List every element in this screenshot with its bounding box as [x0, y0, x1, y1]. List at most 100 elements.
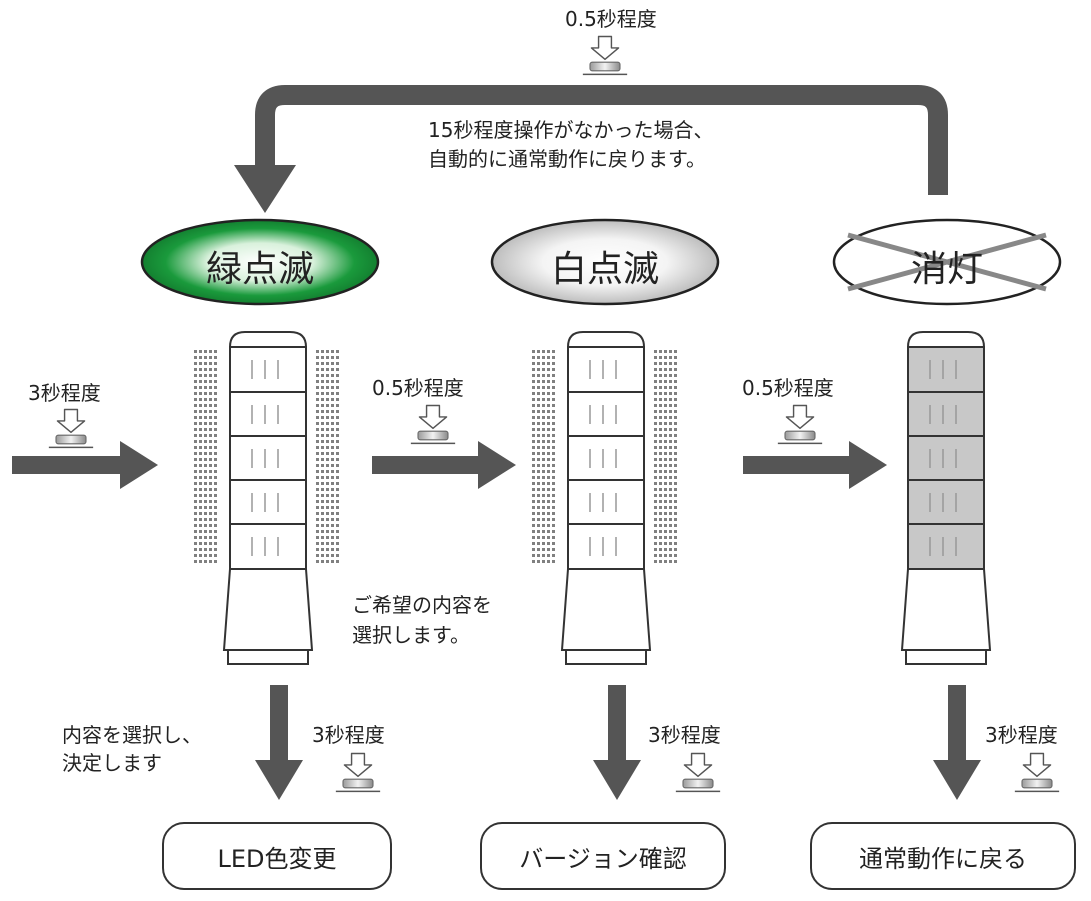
blink-dot [674, 368, 677, 371]
blink-dot [552, 446, 555, 449]
blink-dot [194, 440, 197, 443]
blink-dot [199, 458, 202, 461]
blink-dot [674, 380, 677, 383]
blink-dot [674, 542, 677, 545]
blink-dot [331, 560, 334, 563]
blink-dot [532, 542, 535, 545]
blink-dot [204, 410, 207, 413]
blink-dot [654, 488, 657, 491]
blink-dot [336, 398, 339, 401]
blink-dot [542, 536, 545, 539]
blink-dot [537, 524, 540, 527]
blink-dot [532, 410, 535, 413]
blink-dot [214, 446, 217, 449]
blink-dot [204, 350, 207, 353]
blink-dot [336, 476, 339, 479]
blink-dot [532, 350, 535, 353]
blink-dot [552, 506, 555, 509]
blink-dot [321, 368, 324, 371]
blink-dot [537, 386, 540, 389]
blink-dot [552, 500, 555, 503]
blink-dot [669, 470, 672, 473]
blink-dot [316, 410, 319, 413]
blink-dot [316, 542, 319, 545]
blink-dot [654, 482, 657, 485]
press-label-confirm-off: 3秒程度 [985, 723, 1058, 747]
blink-dot [542, 398, 545, 401]
blink-dot [214, 560, 217, 563]
tower-green [222, 331, 314, 665]
blink-dot [331, 470, 334, 473]
blink-dot [537, 428, 540, 431]
blink-dot [552, 410, 555, 413]
blink-dot [537, 494, 540, 497]
blink-dot [542, 518, 545, 521]
blink-dot [654, 560, 657, 563]
blink-dot [209, 482, 212, 485]
blink-dot [674, 530, 677, 533]
blink-dot [336, 530, 339, 533]
blink-dot [214, 488, 217, 491]
blink-dot [674, 476, 677, 479]
button-icon-confirm-green [335, 752, 381, 793]
blink-dot [552, 380, 555, 383]
state-label-green: 緑点滅 [205, 249, 314, 290]
blink-dot [336, 464, 339, 467]
blink-dot [204, 488, 207, 491]
blink-dot [204, 506, 207, 509]
blink-dot [654, 476, 657, 479]
blink-dot [199, 434, 202, 437]
blink-dot [214, 524, 217, 527]
blink-dot [214, 470, 217, 473]
top-press-label: 0.5秒程度 [565, 7, 657, 31]
blink-dot [321, 476, 324, 479]
blink-dot [669, 392, 672, 395]
blink-dot [542, 554, 545, 557]
blink-dot [547, 554, 550, 557]
blink-dot [547, 470, 550, 473]
blink-dot [669, 482, 672, 485]
blink-dot [331, 356, 334, 359]
blink-dot [199, 362, 202, 365]
blink-dot [316, 392, 319, 395]
blink-dot [326, 440, 329, 443]
blink-dot [194, 350, 197, 353]
blink-dot [336, 356, 339, 359]
blink-dot [669, 410, 672, 413]
blink-dot [532, 530, 535, 533]
blink-dot [537, 488, 540, 491]
blink-dot [199, 560, 202, 563]
result-led-color-change: LED色変更 [162, 822, 392, 890]
blink-dot [331, 500, 334, 503]
blink-dot [664, 548, 667, 551]
blink-dot [326, 500, 329, 503]
blink-dot [552, 428, 555, 431]
blink-dot [204, 398, 207, 401]
blink-dot [659, 530, 662, 533]
blink-dot [326, 518, 329, 521]
blink-dot [336, 536, 339, 539]
blink-dot [214, 548, 217, 551]
blink-dot [659, 410, 662, 413]
blink-dot [316, 422, 319, 425]
blink-dot [214, 494, 217, 497]
blink-dot [674, 386, 677, 389]
blink-dot [321, 422, 324, 425]
blink-dot [194, 422, 197, 425]
blink-dot [336, 488, 339, 491]
blink-dot [316, 398, 319, 401]
blink-dot [204, 446, 207, 449]
blink-dot [326, 476, 329, 479]
blink-dot [199, 470, 202, 473]
blink-dot [336, 416, 339, 419]
blink-dot [674, 350, 677, 353]
blink-dot [194, 512, 197, 515]
press-label-confirm-green: 3秒程度 [312, 723, 385, 747]
blink-dot [321, 554, 324, 557]
green-blink-ellipse [140, 218, 380, 306]
blink-dot [209, 440, 212, 443]
blink-dot [336, 542, 339, 545]
blink-dot [674, 464, 677, 467]
blink-dot [532, 356, 535, 359]
blink-dot [654, 374, 657, 377]
